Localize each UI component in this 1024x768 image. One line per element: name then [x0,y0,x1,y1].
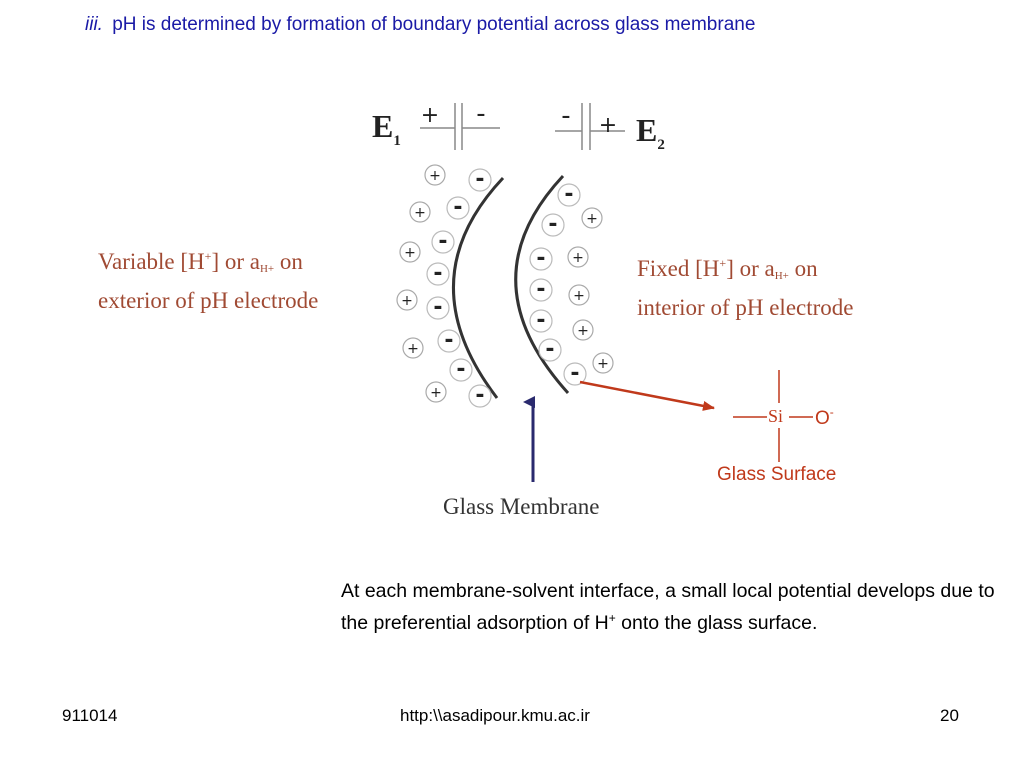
negative-ion-circle [449,358,473,382]
title-text: pH is determined by formation of boundar… [112,14,756,35]
positive-ion-sign: + [573,288,585,304]
positive-ion-circle [396,289,418,311]
positive-ion-circle [409,201,431,223]
positive-ion-circle [581,207,603,229]
e2-minus-sign: - [561,101,570,131]
negative-ion-sign: - [438,229,447,254]
negative-ion-circle [529,247,553,271]
negative-ion-sign: - [570,361,579,386]
e2-plus-sign: + [599,113,617,138]
positive-ion-circle [567,246,589,268]
e1-plus-sign: + [421,103,439,128]
glass-surface-caption: Glass Surface [717,464,837,485]
negative-ion-sign: - [453,195,462,220]
positive-ion-sign: + [401,293,413,309]
negative-ion-sign: - [444,328,453,353]
positive-ion-sign: + [572,250,584,266]
positive-ion-sign: + [586,211,598,227]
negative-ion-circle [538,338,562,362]
negative-ion-sign: - [545,337,554,362]
footer-url: http:\\asadipour.kmu.ac.ir [400,706,590,725]
e2-letter: E [636,112,658,148]
positive-ion-sign: + [429,168,441,184]
exterior-label-line1: Variable [H+] or aH+ on [98,249,303,275]
exterior-label-line2: exterior of pH electrode [98,288,319,313]
positive-ion-circle [402,337,424,359]
negative-ion-circle [431,230,455,254]
interior-label: Fixed [H+] or aH+ on interior of pH elec… [637,248,854,323]
negative-ion-circle [446,196,470,220]
glass-surface-pointer-arrow [579,380,715,411]
footer-page-number: 20 [940,706,959,725]
positive-ion-sign: + [577,323,589,339]
negative-ion-sign: - [536,308,545,333]
negative-ion-sign: - [475,167,484,192]
negative-ion-circle [437,329,461,353]
negative-ion-circle [529,278,553,302]
electrode-e2-symbol: - + [555,101,625,150]
ions-layer: +++++++++++--------------- [396,164,614,408]
negative-ion-circle [426,296,450,320]
positive-ion-circle [568,284,590,306]
explanation-text: At each membrane-solvent interface, a sm… [341,580,995,634]
negative-ion-sign: - [548,212,557,237]
negative-ion-circle [426,262,450,286]
slide-title: iii. pH is determined by formation of bo… [85,14,755,36]
silicon-oxygen-structure [733,370,813,462]
exterior-label: Variable [H+] or aH+ on exterior of pH e… [98,241,318,316]
negative-ion-circle [563,362,587,386]
negative-ion-circle [529,309,553,333]
positive-ion-circle [399,241,421,263]
negative-ion-circle [468,168,492,192]
membrane-outer-curve [451,176,505,399]
positive-ion-circle [572,319,594,341]
positive-ion-circle [425,381,447,403]
negative-ion-circle [541,213,565,237]
silicon-atom-label: Si [768,406,784,426]
negative-ion-sign: - [433,295,442,320]
electrode-e2-label: E2 [636,112,665,154]
e1-minus-sign: - [476,99,485,129]
positive-ion-circle [424,164,446,186]
electrode-e1-label: E1 [372,108,401,150]
positive-ion-sign: + [597,356,609,372]
glass-membrane-label: Glass Membrane [443,494,600,519]
negative-ion-circle [468,384,492,408]
interior-label-line1: Fixed [H+] or aH+ on [637,256,818,282]
interior-label-line2: interior of pH electrode [637,295,854,320]
negative-ion-sign: - [536,246,545,271]
membrane-inner-curve [514,174,570,395]
oxygen-atom-label: O- [815,405,834,429]
negative-ion-sign: - [536,277,545,302]
negative-ion-sign: - [456,357,465,382]
e1-subscript: 1 [393,133,401,149]
negative-ion-sign: - [475,383,484,408]
electrode-e1-symbol: + - [420,99,500,150]
positive-ion-sign: + [404,245,416,261]
title-number: iii. [85,14,103,35]
positive-ion-sign: + [414,205,426,221]
negative-ion-sign: - [433,261,442,286]
positive-ion-circle [592,352,614,374]
negative-ion-circle [557,183,581,207]
footer-date: 911014 [62,706,118,725]
e2-subscript: 2 [657,137,665,153]
positive-ion-sign: + [407,341,419,357]
negative-ion-sign: - [564,182,573,207]
e1-letter: E [372,108,394,144]
positive-ion-sign: + [430,385,442,401]
